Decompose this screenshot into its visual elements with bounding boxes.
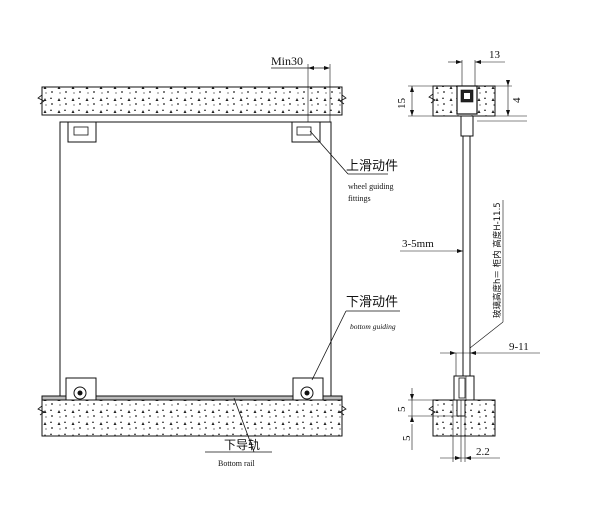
dim-min30: Min30 [271,54,303,68]
side-view: 13 15 4 3-5mm 玻璃高度h＝ 柜内 高度H-11.5 9-11 [396,49,540,462]
glass-height-note: 玻璃高度h＝ 柜内 高度H-11.5 [492,202,503,318]
top-beam-break-left [37,94,45,105]
door-panel [59,121,332,397]
rail-label-en: Bottom rail [218,459,255,468]
dim-4: 4 [511,97,523,103]
dim-5-left: 5 [396,406,408,412]
dim-3-5mm: 3-5mm [402,238,434,250]
side-bottom-guide [453,375,475,401]
bottom-fitting-left [65,377,97,401]
top-fitting-label-en-1: wheel guiding [348,182,394,191]
dim-5-bottom: 5 [401,435,413,441]
dim-15: 15 [396,98,408,110]
dim-13: 13 [489,49,501,61]
side-top-carrier [460,115,474,137]
dim-9-11: 9-11 [509,341,529,353]
floor-break-right [339,405,347,416]
bottom-fitting-label-en: bottom guiding [350,322,396,331]
bottom-fitting-label-cn: 下滑动件 [346,295,398,310]
top-concrete-beam [41,86,343,116]
front-view: Min30 上滑动件 wheel guiding fittings 下滑动件 b… [37,54,400,468]
floor-break-left [37,405,45,416]
top-fitting-left [67,121,97,143]
top-fitting-left-inner [73,126,89,136]
dim-2-2: 2.2 [476,446,490,458]
floor-concrete [41,399,343,437]
top-fitting-right-inner [296,126,312,136]
top-fitting-label-cn: 上滑动件 [346,159,398,174]
top-beam-break-right [339,94,347,105]
bottom-fitting-right [292,377,324,401]
top-fitting-label-en-2: fittings [348,194,371,203]
top-fitting-right [291,121,321,143]
rail-label-cn: 下导轨 [224,438,260,452]
